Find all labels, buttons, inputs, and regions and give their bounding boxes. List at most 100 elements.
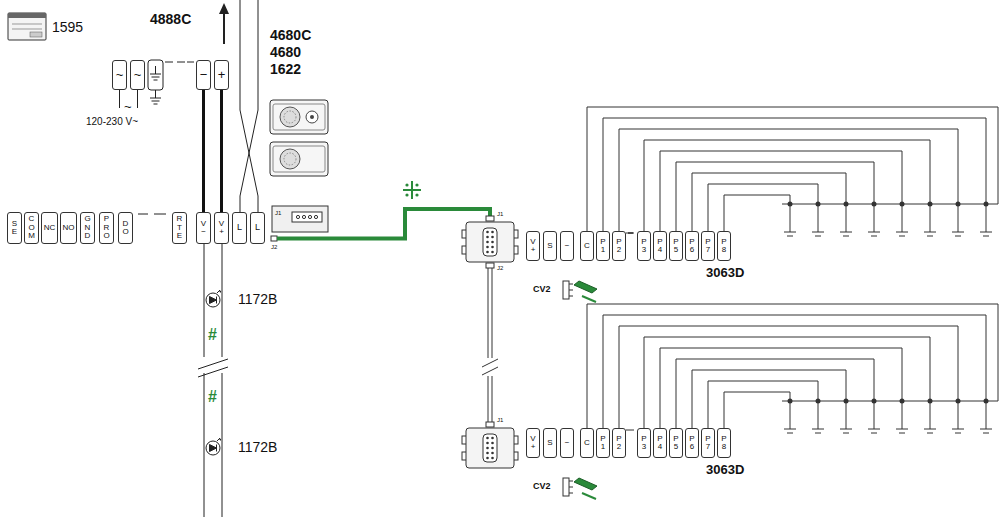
- jumper-icon: [563, 478, 569, 496]
- power-supply-icon: [12, 29, 42, 30]
- audio-module-board: [314, 215, 317, 218]
- terminal-box: PRO: [99, 212, 114, 244]
- terminal-label: −: [565, 242, 570, 250]
- terminal-label: P3: [640, 238, 647, 255]
- terminal-box: NO: [60, 212, 77, 244]
- terminal-box: P7: [701, 428, 715, 458]
- mains-wiring: [150, 66, 161, 80]
- pushbutton-wiring: [956, 399, 961, 404]
- terminal-box: −: [560, 231, 574, 261]
- part-label: #: [208, 326, 217, 344]
- pushbutton-wiring: [984, 202, 989, 207]
- terminal-label: S: [547, 242, 552, 250]
- terminal-box: V+: [526, 428, 540, 458]
- interface-board: [466, 428, 514, 468]
- lamp-cable: [198, 244, 228, 517]
- terminal-label: P7: [704, 238, 711, 255]
- interface-board: [486, 246, 489, 249]
- part-label: J1: [497, 211, 503, 218]
- terminal-label: ~: [134, 68, 142, 82]
- terminal-box: P2: [612, 231, 626, 261]
- cable-symbol: [405, 193, 408, 196]
- lamp-symbol: [206, 290, 221, 307]
- terminal-label: P5: [672, 435, 679, 452]
- terminal-box: P7: [701, 231, 715, 261]
- interface-board: [483, 228, 497, 256]
- audio-module-board: [308, 215, 311, 218]
- interface-board: [491, 442, 494, 445]
- terminal-label: ~: [116, 68, 124, 82]
- jumper-icon: [563, 281, 569, 299]
- part-label: 1172B: [238, 292, 277, 307]
- terminal-label: −: [565, 439, 570, 447]
- interface-board: [486, 263, 494, 268]
- terminal-label: P6: [688, 238, 695, 255]
- terminal-label: RTE: [176, 215, 183, 240]
- power-supply-icon: [8, 13, 46, 40]
- audio-module-board: [302, 215, 305, 218]
- interface-board: [486, 452, 489, 455]
- terminal-label: C: [584, 242, 590, 250]
- terminal-label: +: [218, 68, 226, 82]
- lamp-cable: [204, 244, 222, 517]
- ribbon-cable: [482, 268, 498, 422]
- mains-wiring: [148, 60, 163, 90]
- direction-arrow: [223, 12, 225, 44]
- pushbutton-wiring: [844, 399, 849, 404]
- terminal-label: P7: [704, 435, 711, 452]
- cable-symbol: [403, 181, 421, 199]
- pushbutton-wiring: [788, 399, 793, 404]
- interface-board: [486, 442, 489, 445]
- pushbutton-wiring: [587, 304, 998, 433]
- lamp-symbol: [217, 290, 221, 304]
- part-label: J1: [497, 417, 503, 424]
- cable-symbol: [415, 183, 418, 186]
- terminal-label: P2: [615, 238, 622, 255]
- jumper-icon: [569, 284, 573, 296]
- interface-board: [466, 222, 514, 262]
- terminal-label: NO: [63, 224, 75, 232]
- terminal-label: P6: [688, 435, 695, 452]
- terminal-label: P1: [599, 238, 606, 255]
- interface-board: [491, 246, 494, 249]
- interface-board: [491, 447, 494, 450]
- terminal-label: SE: [11, 220, 18, 237]
- interface-board: [486, 231, 494, 254]
- terminal-label: V+: [218, 220, 225, 237]
- terminal-box: P4: [653, 428, 667, 458]
- interface-board: [486, 437, 494, 460]
- terminal-label: P8: [720, 435, 727, 452]
- terminal-box: C: [580, 428, 594, 458]
- terminal-box: L: [250, 212, 265, 244]
- interface-board: [491, 241, 494, 244]
- terminal-box: P3: [637, 231, 651, 261]
- terminal-box: L: [232, 212, 247, 244]
- part-label: CV2: [533, 482, 551, 492]
- terminal-box: P5: [669, 428, 683, 458]
- part-label: ~: [124, 100, 132, 114]
- direction-arrow: [219, 3, 229, 44]
- terminal-box: −: [196, 60, 211, 90]
- part-label: 1172B: [238, 440, 277, 455]
- terminal-label: C: [584, 439, 590, 447]
- terminal-box: P4: [653, 231, 667, 261]
- terminal-label: V−: [200, 220, 207, 237]
- terminal-box: S: [543, 231, 557, 261]
- terminal-box: GND: [80, 212, 95, 244]
- terminal-label: P3: [640, 435, 647, 452]
- interface-board: [491, 236, 494, 239]
- jumper-icon: [582, 493, 596, 499]
- pushbutton-wiring: [587, 107, 998, 231]
- cable-symbol: [415, 193, 418, 196]
- speaker-module: [284, 111, 296, 123]
- terminal-box: P8: [717, 428, 731, 458]
- interface-board: [491, 231, 494, 234]
- terminal-label: P5: [672, 238, 679, 255]
- interface-board: [486, 422, 494, 427]
- part-label: 120-230 V~: [86, 116, 138, 127]
- pushbutton-wiring: [872, 202, 877, 207]
- terminal-label: −: [200, 68, 208, 82]
- jumper-icon: [582, 296, 596, 302]
- pushbutton-wiring: [788, 399, 989, 404]
